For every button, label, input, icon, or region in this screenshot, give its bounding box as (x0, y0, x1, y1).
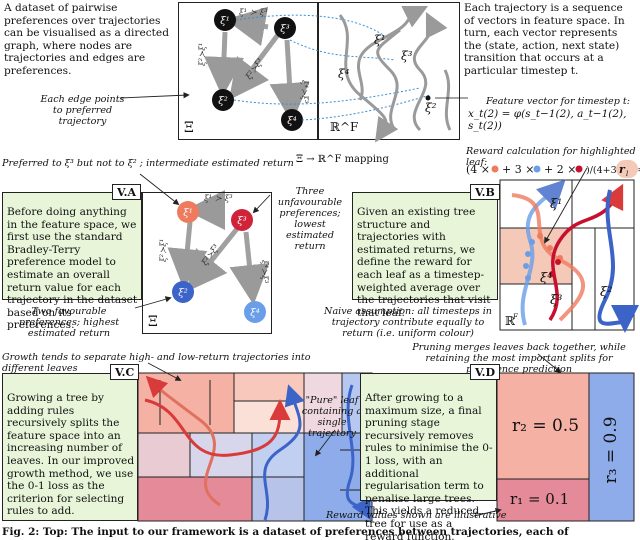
svg-text:ξ¹: ξ¹ (220, 16, 230, 27)
pruning-note: Pruning merges leaves back together, whi… (412, 342, 626, 375)
svg-text:ξ¹ ≻ ξ³: ξ¹ ≻ ξ³ (204, 194, 233, 204)
vb-text: Given an existing tree structure and tra… (357, 206, 491, 319)
svg-text:)/(4+3+2) =: )/(4+3+2) = (586, 165, 640, 176)
svg-text:ξ²: ξ² (600, 285, 612, 300)
va-text: Before doing anything in the feature spa… (7, 206, 138, 332)
xi-set-label: Ξ (184, 120, 194, 136)
svg-text:ξ¹ ≻ ξ³: ξ¹ ≻ ξ³ (239, 8, 268, 18)
svg-text:ξ²: ξ² (218, 96, 228, 107)
svg-text:ξ¹: ξ¹ (374, 33, 385, 47)
va-tag: V.A (112, 184, 141, 200)
node-xi3 (274, 17, 296, 39)
svg-text:ξ⁴: ξ⁴ (287, 116, 297, 127)
svg-text:(4 ×: (4 × (466, 163, 490, 176)
svg-text:ℝ: ℝ (505, 314, 516, 328)
feature-trajectories (338, 5, 452, 143)
va-graph-panel (142, 192, 272, 334)
preferred-note: Preferred to ξ³ but not to ξ² ; intermed… (2, 158, 294, 169)
vc-tag: V.C (110, 364, 140, 380)
growth-note: Growth tends to separate high- and low-r… (2, 352, 311, 374)
naive-note: Naive assumption: all timesteps in traje… (324, 306, 492, 339)
va-panel: Before doing anything in the feature spa… (2, 192, 142, 331)
svg-text:ξ¹: ξ¹ (183, 208, 193, 219)
svg-text:l: l (626, 170, 628, 178)
top-graph-edges (204, 6, 310, 123)
svg-text:ξ²: ξ² (178, 288, 188, 299)
svg-text:ξ³: ξ³ (401, 49, 413, 63)
svg-text:ξ³: ξ³ (550, 293, 562, 308)
svg-text:r: r (619, 163, 626, 176)
svg-text:ξ⁴: ξ⁴ (338, 67, 350, 81)
top-graph-nodes (212, 9, 303, 131)
feature-vector-label: Feature vector for timestep t: (486, 96, 631, 107)
r2-label: r₂ = 0.5 (512, 416, 580, 436)
r1-label: r₁ = 0.1 (510, 490, 570, 508)
svg-text:ξ¹: ξ¹ (550, 197, 562, 212)
svg-text:ξ²≻ξ¹: ξ²≻ξ¹ (159, 239, 169, 262)
figure-caption: Fig. 2: Top: The input to our framework … (2, 526, 569, 538)
unfavourable-note: Three unfavourable preferences; lowest e… (277, 186, 343, 252)
svg-text:ξ²: ξ² (425, 101, 437, 115)
vb-tag: V.B (470, 184, 500, 200)
svg-text:F: F (512, 313, 519, 321)
feature-space-label: ℝ^F (330, 120, 359, 134)
pure-leaf-note: "Pure" leaf containing a single trajecto… (301, 395, 363, 439)
svg-text:+ 3 ×: + 3 × (502, 163, 534, 176)
svg-text:ξ²≻ξ³: ξ²≻ξ³ (244, 56, 266, 81)
top-right-description: Each trajectory is a sequence of vectors… (464, 2, 625, 77)
vd-text: After growing to a maximum size, a final… (365, 392, 493, 540)
r3-label: r₃ = 0.9 (601, 416, 621, 484)
svg-text:ξ⁴≻ξ³: ξ⁴≻ξ³ (299, 80, 309, 104)
vc-panel: Growing a tree by adding rules recursive… (2, 373, 138, 521)
svg-text:ξ⁴: ξ⁴ (250, 308, 260, 319)
vd-panel: After growing to a maximum size, a final… (360, 373, 497, 540)
svg-text:ξ²≻ξ¹: ξ²≻ξ¹ (198, 43, 208, 66)
va-xi-set: Ξ (148, 314, 158, 330)
node-xi1 (214, 9, 236, 31)
node-xi4 (281, 109, 303, 131)
vd-tag: V.D (470, 364, 500, 380)
svg-text:ξ⁴: ξ⁴ (540, 271, 552, 286)
reward-illustrative-note: Reward values shown are illustrative (326, 510, 507, 521)
top-left-description: A dataset of pairwise preferences over t… (4, 2, 169, 77)
svg-text:ξ⁴≻ξ³: ξ⁴≻ξ³ (259, 260, 269, 284)
svg-text:ξ³: ξ³ (237, 216, 247, 227)
edge-note: Each edge points to preferred trajectory (40, 94, 125, 127)
svg-text:ξ³: ξ³ (280, 24, 290, 35)
vc-text: Growing a tree by adding rules recursive… (7, 392, 135, 518)
mapping-label: Ξ → ℝ^F mapping (296, 154, 389, 165)
svg-text:+ 2 ×: + 2 × (544, 163, 576, 176)
vb-panel: Given an existing tree structure and tra… (352, 192, 498, 319)
node-xi2 (212, 89, 234, 111)
reward-calc-label: Reward calculation for highlighted leaf: (466, 146, 636, 168)
feature-vector-formula: x_t(2) = φ(s_t−1(2), a_t−1(2), s_t(2)) (468, 108, 627, 132)
favourable-note: Two favourable preferences; highest esti… (18, 306, 120, 339)
